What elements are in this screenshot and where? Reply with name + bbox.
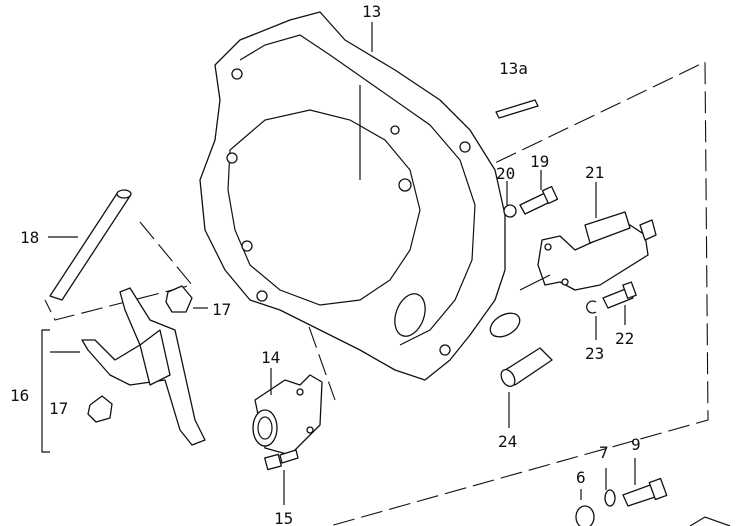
bushing-17-lower[interactable] bbox=[87, 395, 113, 423]
bracket-16 bbox=[41, 329, 50, 453]
callout-6: 6 bbox=[576, 468, 586, 487]
clutch-housing[interactable] bbox=[199, 11, 524, 381]
callout-19: 19 bbox=[530, 152, 549, 171]
callout-17-upper: 17 bbox=[212, 300, 231, 319]
bearing-guide[interactable] bbox=[252, 374, 323, 456]
callout-18: 18 bbox=[20, 228, 39, 247]
dowel-pin[interactable] bbox=[495, 99, 539, 119]
callout-16: 16 bbox=[10, 386, 29, 405]
fork-shaft[interactable] bbox=[49, 189, 132, 301]
callout-13a: 13a bbox=[499, 59, 528, 78]
callout-14: 14 bbox=[261, 348, 280, 367]
rubber-boot[interactable] bbox=[498, 347, 553, 389]
callout-7: 7 bbox=[599, 443, 609, 462]
bushing-17-upper[interactable] bbox=[165, 285, 193, 313]
release-fork[interactable] bbox=[81, 287, 206, 446]
callout-24: 24 bbox=[498, 432, 517, 451]
washer-7[interactable] bbox=[604, 489, 616, 507]
callout-20: 20 bbox=[496, 164, 515, 183]
bracket-corner bbox=[689, 516, 731, 526]
bolt-15[interactable] bbox=[264, 449, 299, 471]
callout-15: 15 bbox=[274, 509, 293, 526]
nut-20[interactable] bbox=[503, 204, 517, 218]
bolt-22[interactable] bbox=[602, 281, 637, 309]
nut-6[interactable] bbox=[575, 505, 595, 526]
clip-23[interactable] bbox=[586, 300, 597, 314]
bolt-9[interactable] bbox=[622, 477, 668, 507]
callout-22: 22 bbox=[615, 329, 634, 348]
callout-17-lower: 17 bbox=[49, 399, 68, 418]
callout-23: 23 bbox=[585, 344, 604, 363]
callout-13: 13 bbox=[362, 2, 381, 21]
callout-9: 9 bbox=[631, 435, 641, 454]
bolt-19[interactable] bbox=[519, 185, 559, 215]
callout-21: 21 bbox=[585, 163, 604, 182]
clutch-cylinder[interactable] bbox=[519, 211, 657, 291]
leader-lines bbox=[48, 22, 636, 505]
